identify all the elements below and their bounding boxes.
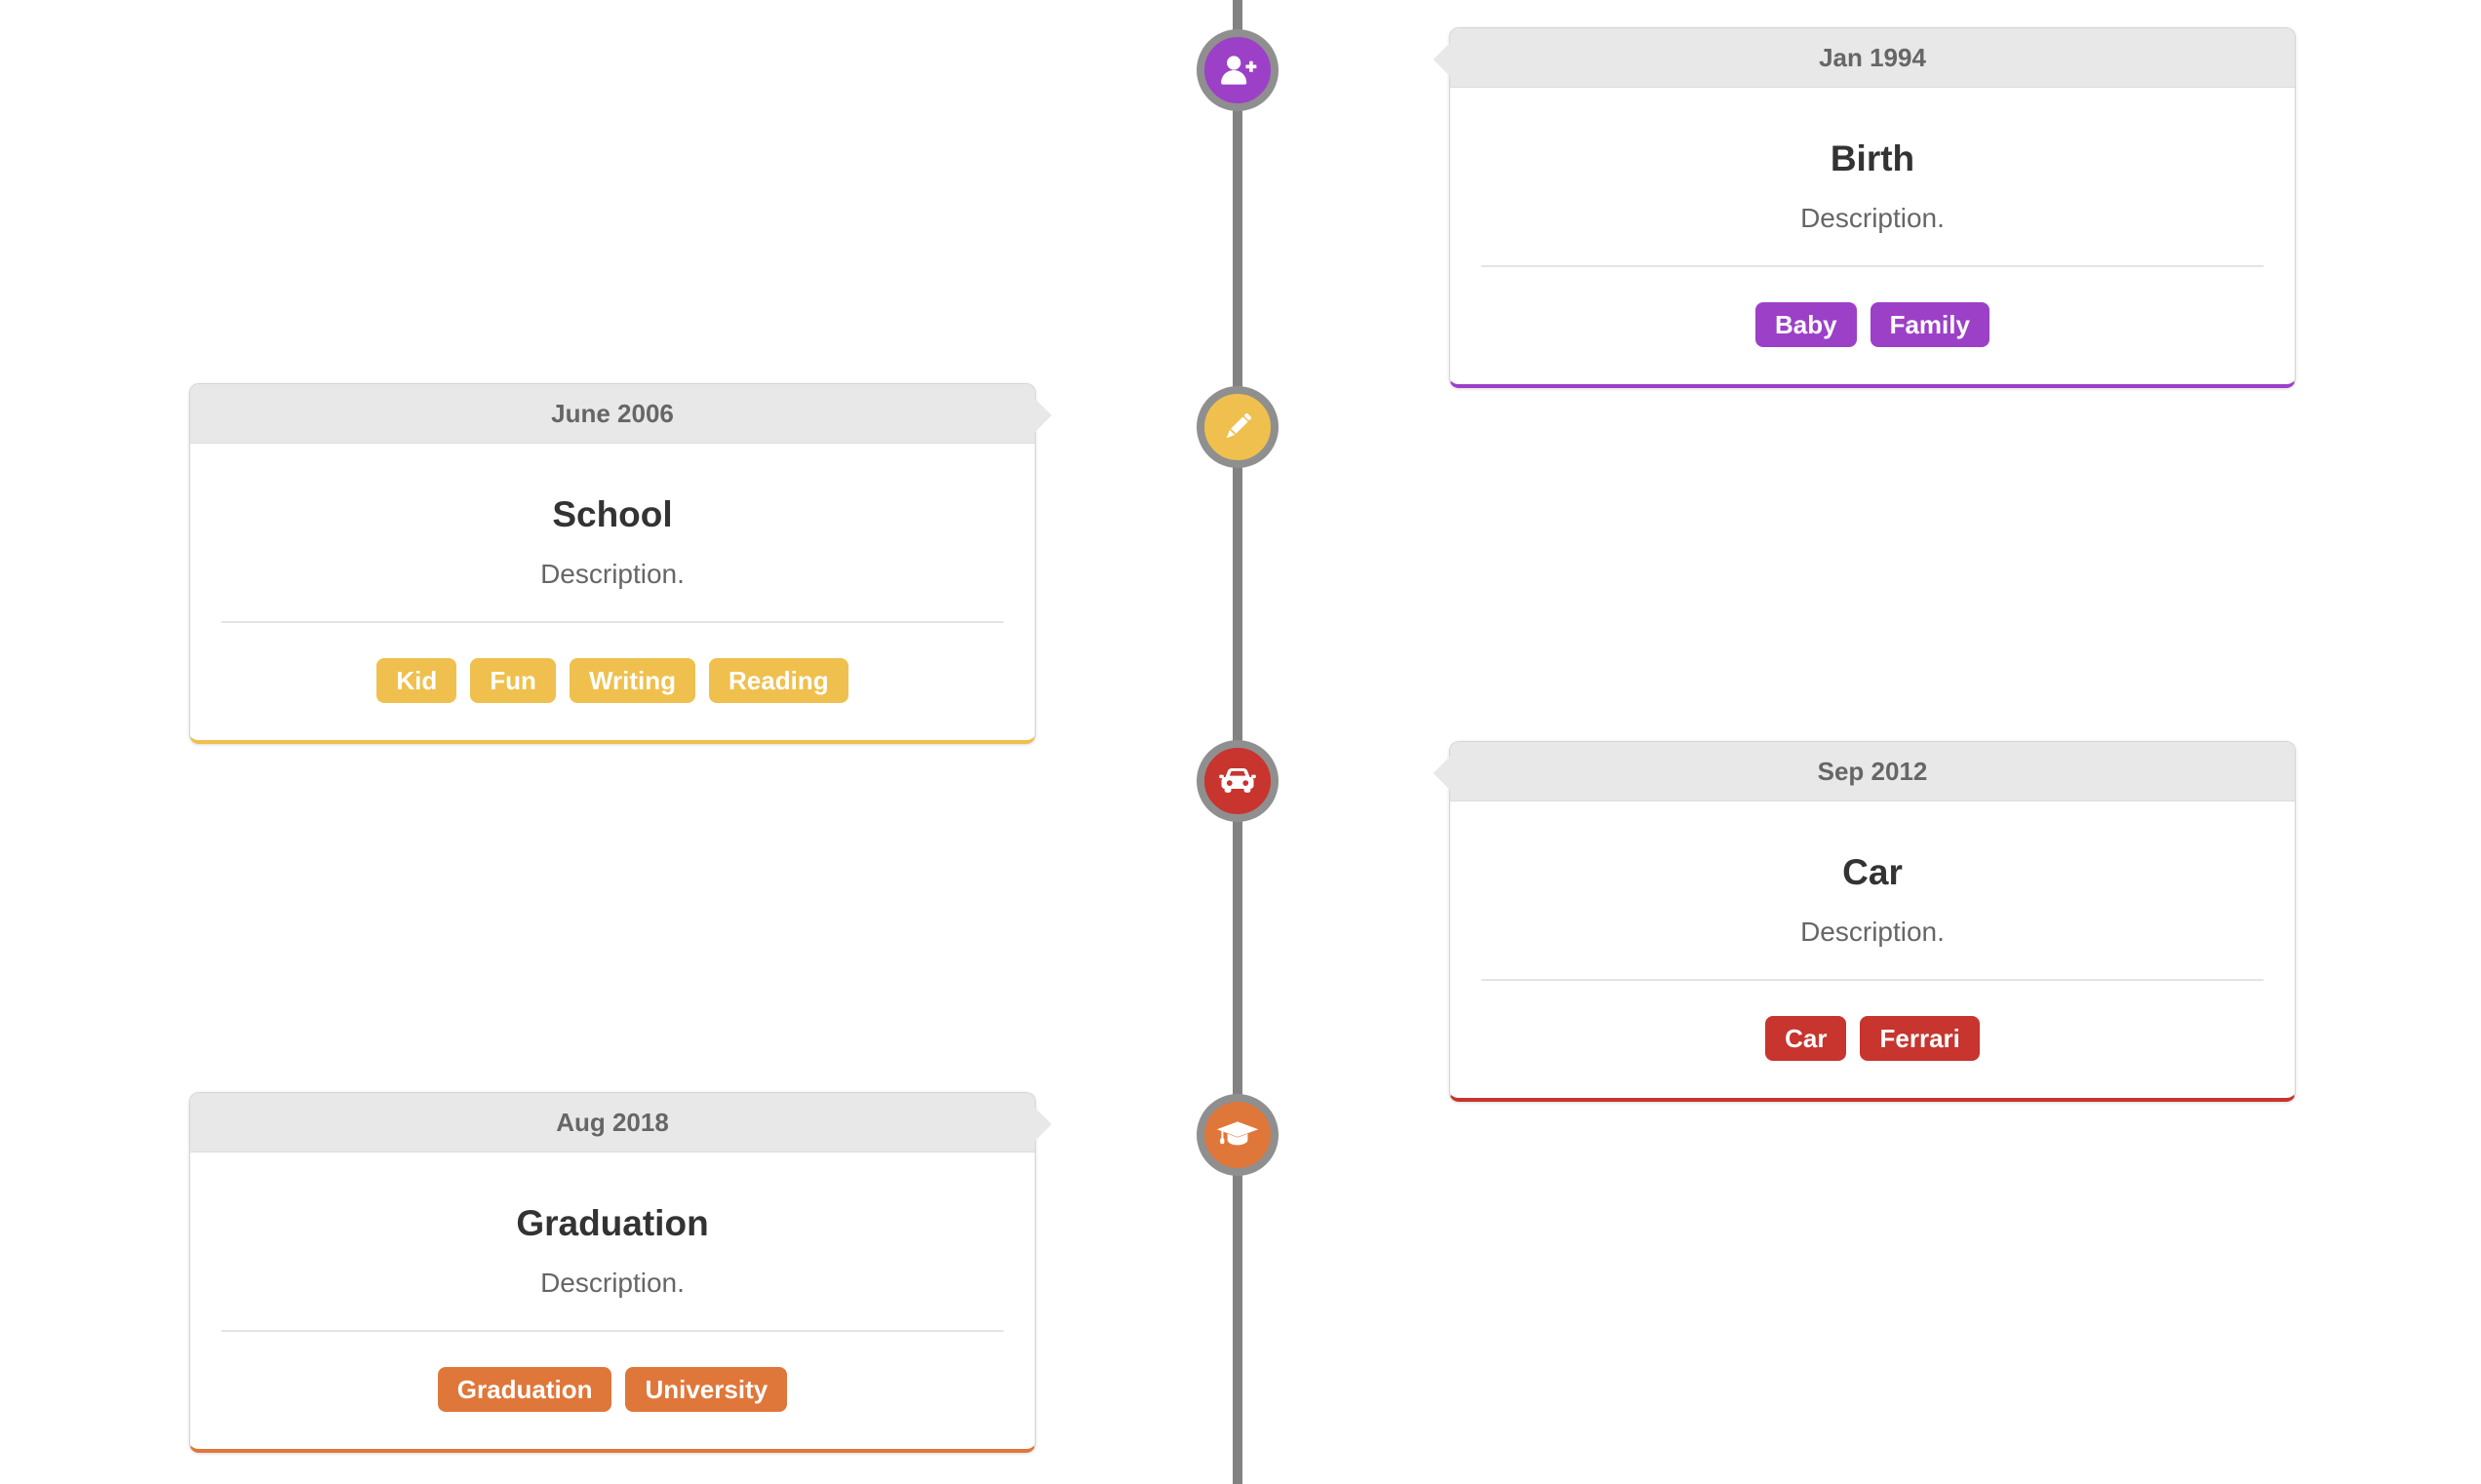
tag-row: Baby Family <box>1481 302 2264 347</box>
event-card-graduation: Aug 2018 Graduation Description. Graduat… <box>189 1092 1052 1453</box>
event-card-car: Sep 2012 Car Description. Car Ferrari <box>1433 741 2296 1102</box>
tag-fun[interactable]: Fun <box>470 658 556 703</box>
tag-row: Kid Fun Writing Reading <box>221 658 1004 703</box>
card-divider <box>221 621 1004 623</box>
event-description: Description. <box>1800 917 1945 947</box>
tag-kid[interactable]: Kid <box>376 658 457 703</box>
event-date: Aug 2018 <box>190 1093 1035 1152</box>
tag-car[interactable]: Car <box>1765 1016 1847 1061</box>
card-divider <box>221 1330 1004 1332</box>
event-title: Car <box>1842 852 1903 892</box>
marker-car[interactable] <box>1197 740 1279 822</box>
tag-baby[interactable]: Baby <box>1755 302 1857 347</box>
event-description: Description. <box>540 559 685 589</box>
card-divider <box>1481 265 2264 267</box>
tag-graduation[interactable]: Graduation <box>437 1367 612 1412</box>
marker-graduation[interactable] <box>1197 1094 1279 1176</box>
tag-row: Car Ferrari <box>1481 1016 2264 1061</box>
graduation-cap-icon <box>1214 1112 1261 1158</box>
marker-birth[interactable] <box>1197 29 1279 111</box>
event-description: Description. <box>1800 203 1945 233</box>
card-divider <box>1481 979 2264 981</box>
marker-school[interactable] <box>1197 386 1279 468</box>
event-date: Jan 1994 <box>1450 28 2295 88</box>
event-card-birth: Jan 1994 Birth Description. Baby Family <box>1433 27 2296 388</box>
event-card-school: June 2006 School Description. Kid Fun Wr… <box>189 383 1052 744</box>
tag-ferrari[interactable]: Ferrari <box>1860 1016 1980 1061</box>
tag-reading[interactable]: Reading <box>709 658 848 703</box>
event-description: Description. <box>540 1268 685 1298</box>
tag-family[interactable]: Family <box>1870 302 1989 347</box>
tag-university[interactable]: University <box>625 1367 788 1412</box>
event-title: Birth <box>1830 138 1915 178</box>
car-icon <box>1215 759 1260 803</box>
event-date: Sep 2012 <box>1450 742 2295 801</box>
tag-row: Graduation University <box>221 1367 1004 1412</box>
event-title: Graduation <box>516 1203 709 1243</box>
user-plus-icon <box>1215 48 1260 93</box>
tag-writing[interactable]: Writing <box>569 658 696 703</box>
event-title: School <box>552 494 673 534</box>
pencil-icon <box>1216 406 1259 449</box>
event-date: June 2006 <box>190 384 1035 444</box>
